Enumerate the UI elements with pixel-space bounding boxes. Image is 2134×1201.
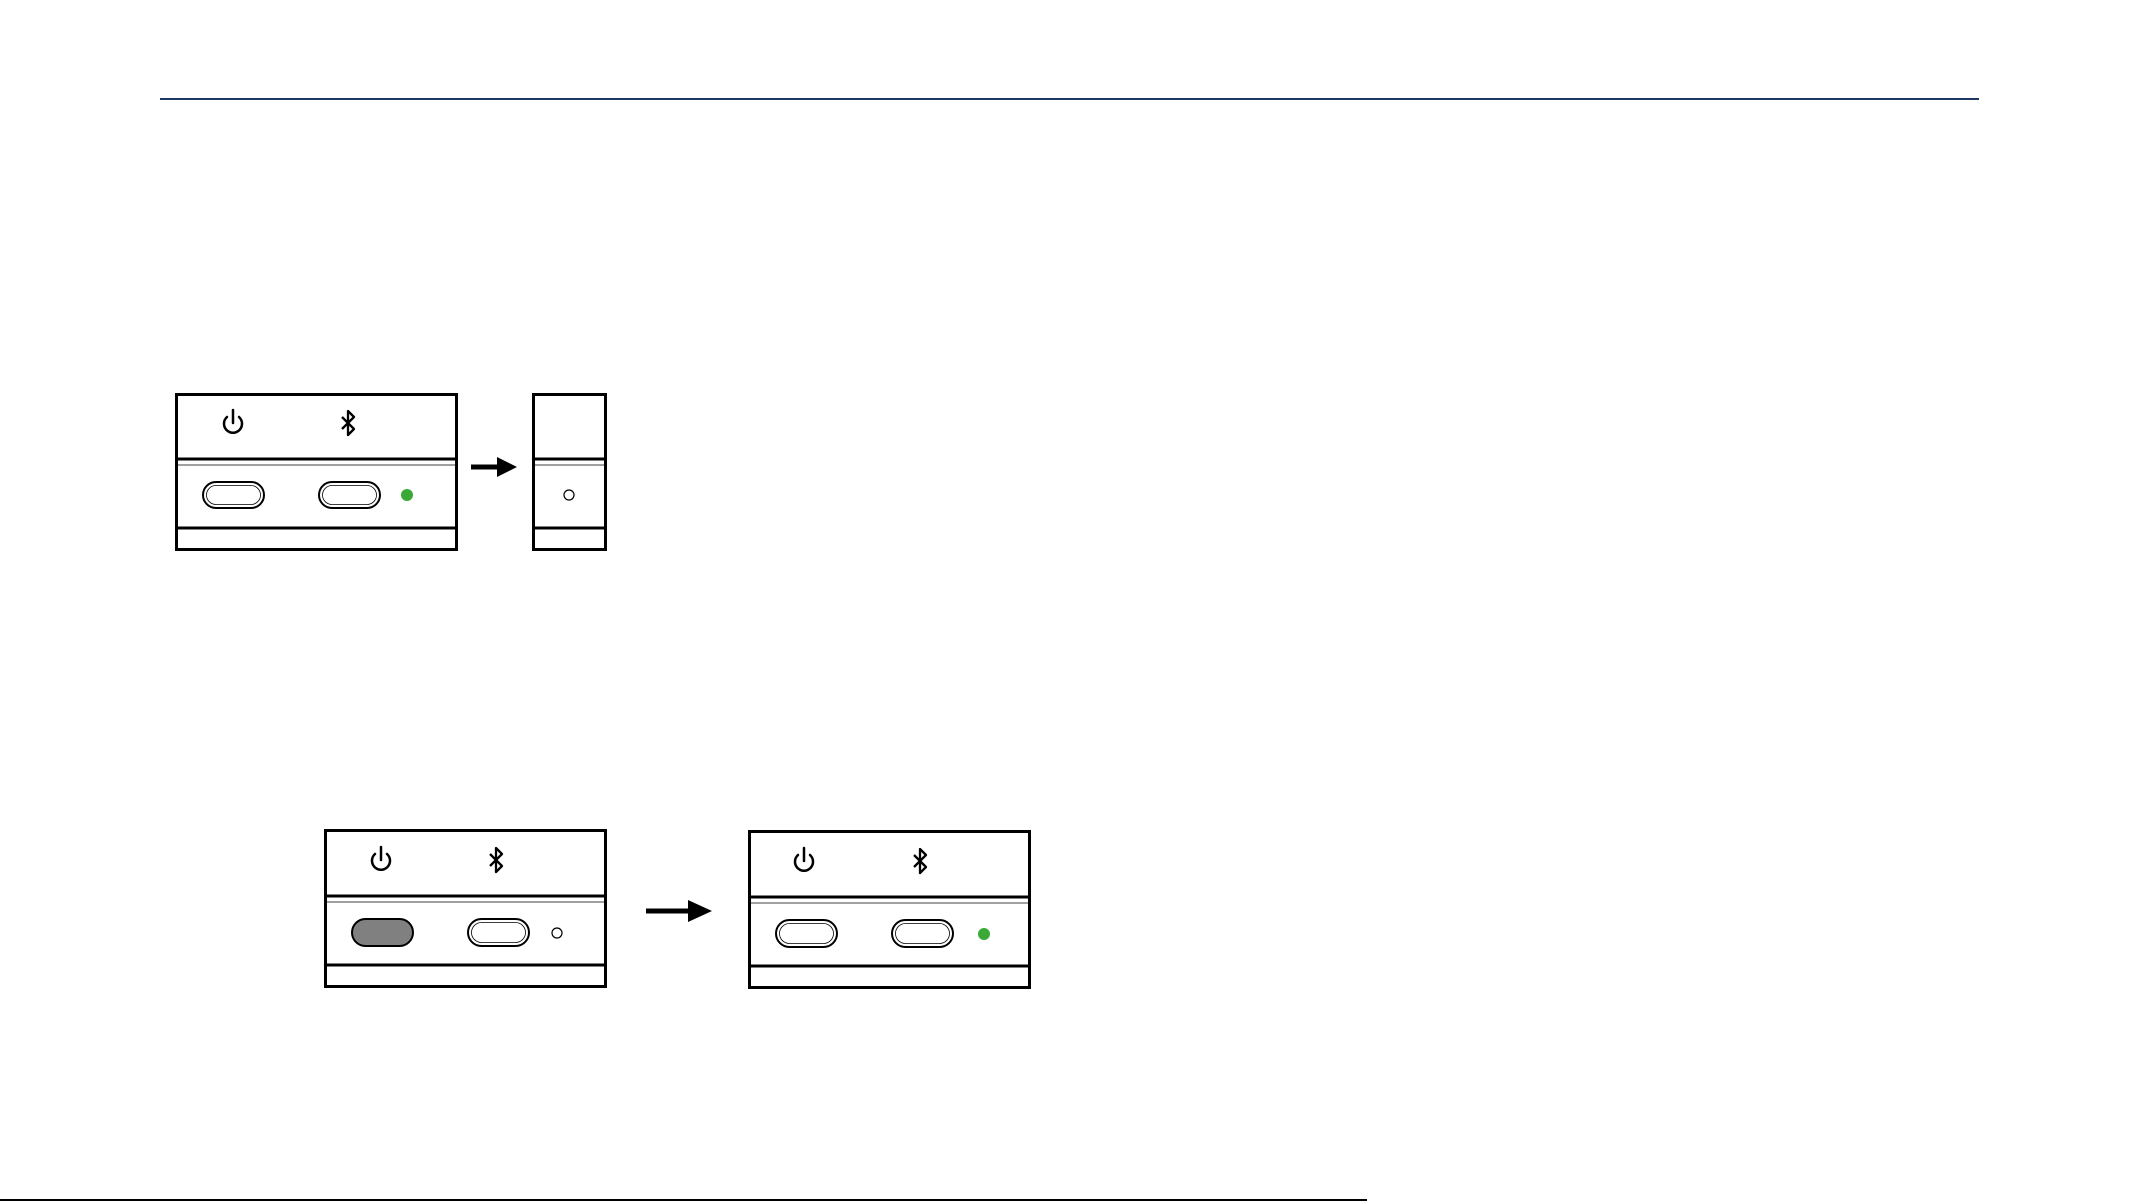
device-step1-before (175, 393, 459, 553)
bluetooth-button[interactable] (319, 482, 380, 508)
status-led-off (552, 928, 562, 938)
device-body (534, 395, 606, 550)
device-body (177, 395, 457, 550)
device-body (750, 832, 1030, 988)
device-body (326, 831, 606, 987)
status-led-on (978, 928, 990, 940)
header-rule (160, 98, 1979, 100)
power-button[interactable] (776, 920, 837, 947)
arrow-right-icon (646, 898, 714, 929)
power-button[interactable] (203, 482, 264, 508)
device-step2-after (748, 830, 1032, 990)
power-button-pressed[interactable] (352, 919, 413, 946)
device-step2-before (324, 829, 608, 989)
bluetooth-button[interactable] (892, 920, 953, 947)
arrow-right-icon (471, 455, 519, 484)
device-step1-after (532, 393, 607, 553)
bluetooth-button[interactable] (468, 919, 529, 946)
status-led-off (564, 490, 574, 500)
status-led-on (401, 489, 413, 501)
